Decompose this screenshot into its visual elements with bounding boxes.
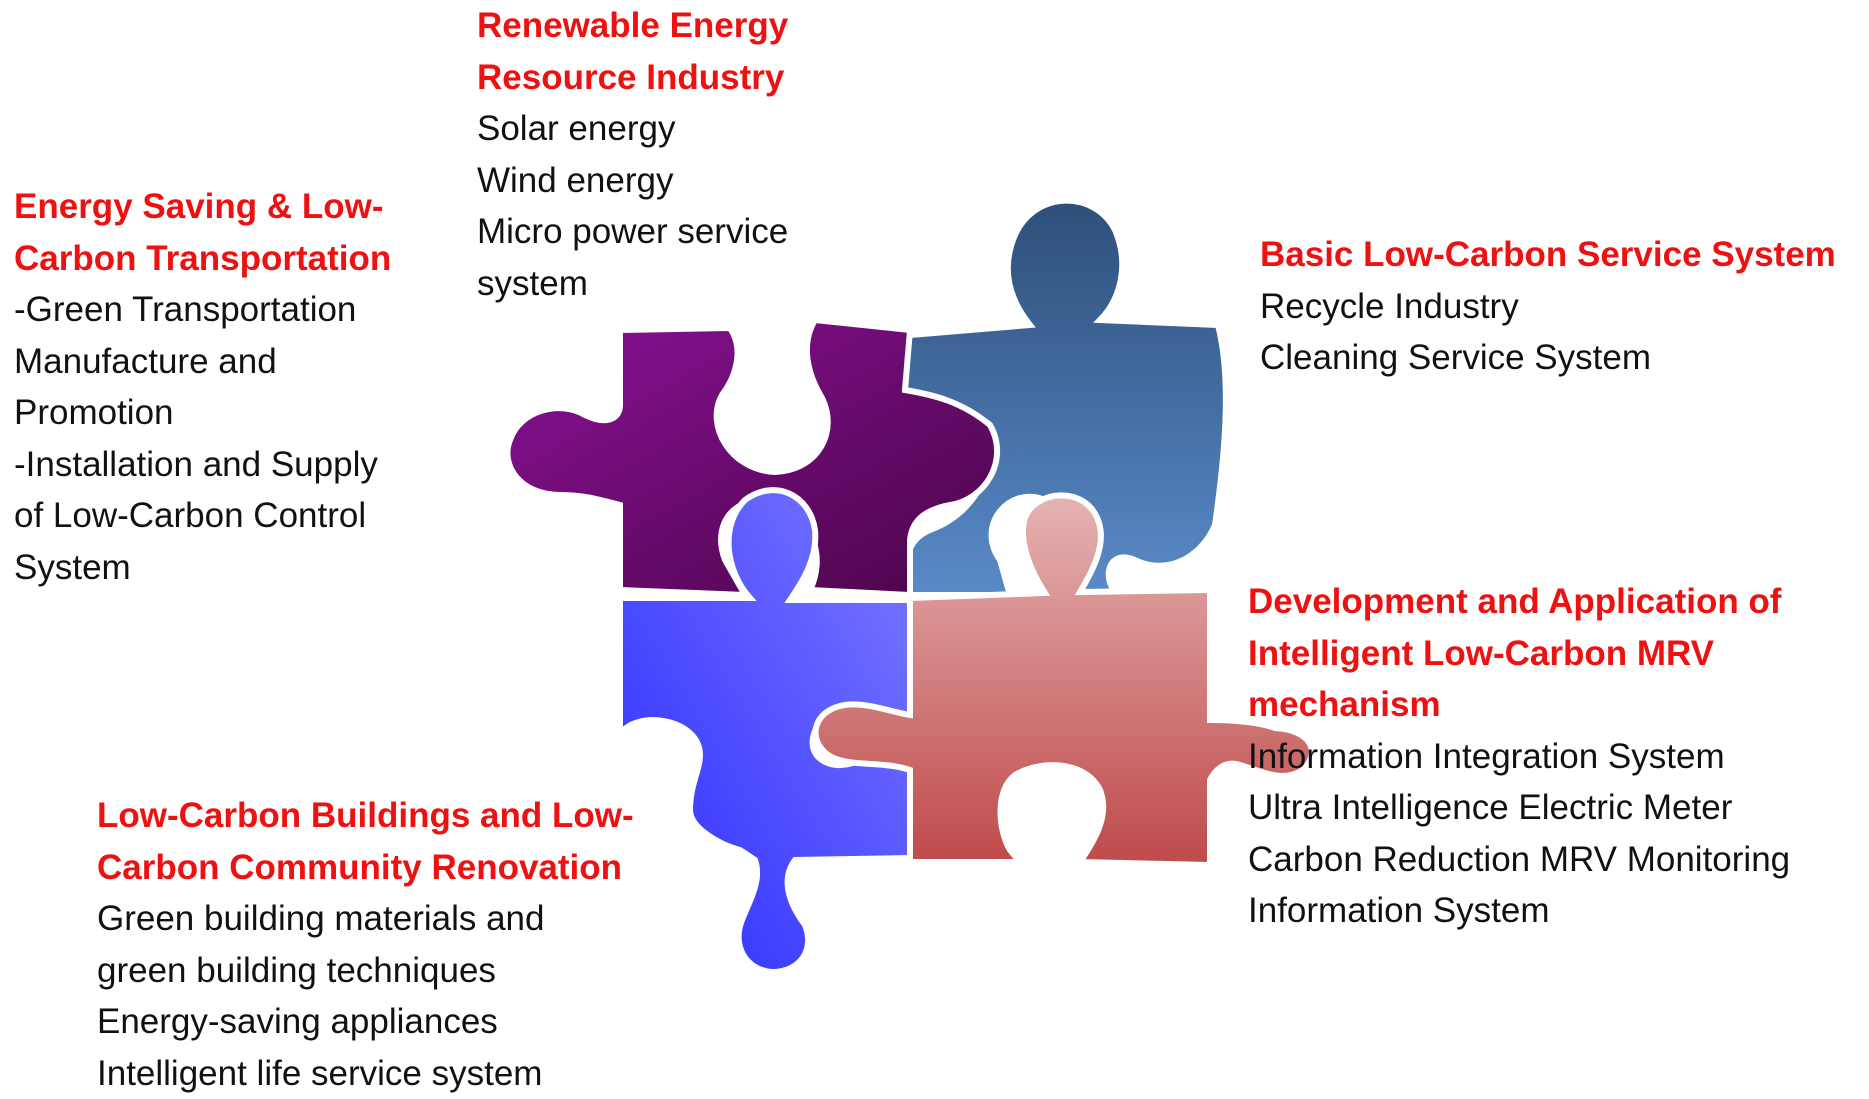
renewable-energy-item: Wind energy — [477, 155, 877, 207]
basic-service-title: Basic Low-Carbon Service System — [1260, 229, 1860, 281]
transportation-block: Energy Saving & Low- Carbon Transportati… — [14, 181, 434, 593]
transportation-item: -Installation and Supply — [14, 439, 434, 491]
basic-service-item: Recycle Industry — [1260, 281, 1860, 333]
renewable-energy-item: Solar energy — [477, 103, 877, 155]
mrv-item: Information System — [1248, 885, 1858, 937]
renewable-energy-item: system — [477, 258, 877, 310]
mrv-title-line-3: mechanism — [1248, 679, 1858, 731]
transportation-title-line-1: Energy Saving & Low- — [14, 181, 434, 233]
buildings-item: Energy-saving appliances — [97, 996, 697, 1048]
renewable-energy-block: Renewable Energy Resource Industry Solar… — [477, 0, 877, 309]
buildings-item: green building techniques — [97, 945, 697, 997]
buildings-item: Green building materials and — [97, 893, 697, 945]
mrv-title-line-1: Development and Application of — [1248, 576, 1858, 628]
buildings-item: Intelligent life service system — [97, 1048, 697, 1099]
renewable-energy-title-line-2: Resource Industry — [477, 52, 877, 104]
transportation-title-line-2: Carbon Transportation — [14, 233, 434, 285]
transportation-item: of Low-Carbon Control — [14, 490, 434, 542]
mrv-item: Ultra Intelligence Electric Meter — [1248, 782, 1858, 834]
mrv-title-line-2: Intelligent Low-Carbon MRV — [1248, 628, 1858, 680]
basic-service-item: Cleaning Service System — [1260, 332, 1860, 384]
transportation-item: Promotion — [14, 387, 434, 439]
mrv-item: Information Integration System — [1248, 731, 1858, 783]
mrv-mechanism-block: Development and Application of Intellige… — [1248, 576, 1858, 937]
buildings-title-line-1: Low-Carbon Buildings and Low- — [97, 790, 697, 842]
transportation-item: System — [14, 542, 434, 594]
renewable-energy-title-line-1: Renewable Energy — [477, 0, 877, 52]
mrv-item: Carbon Reduction MRV Monitoring — [1248, 834, 1858, 886]
buildings-title-line-2: Carbon Community Renovation — [97, 842, 697, 894]
renewable-energy-item: Micro power service — [477, 206, 877, 258]
transportation-item: -Green Transportation — [14, 284, 434, 336]
transportation-item: Manufacture and — [14, 336, 434, 388]
basic-service-block: Basic Low-Carbon Service System Recycle … — [1260, 229, 1860, 384]
low-carbon-buildings-block: Low-Carbon Buildings and Low- Carbon Com… — [97, 790, 697, 1099]
